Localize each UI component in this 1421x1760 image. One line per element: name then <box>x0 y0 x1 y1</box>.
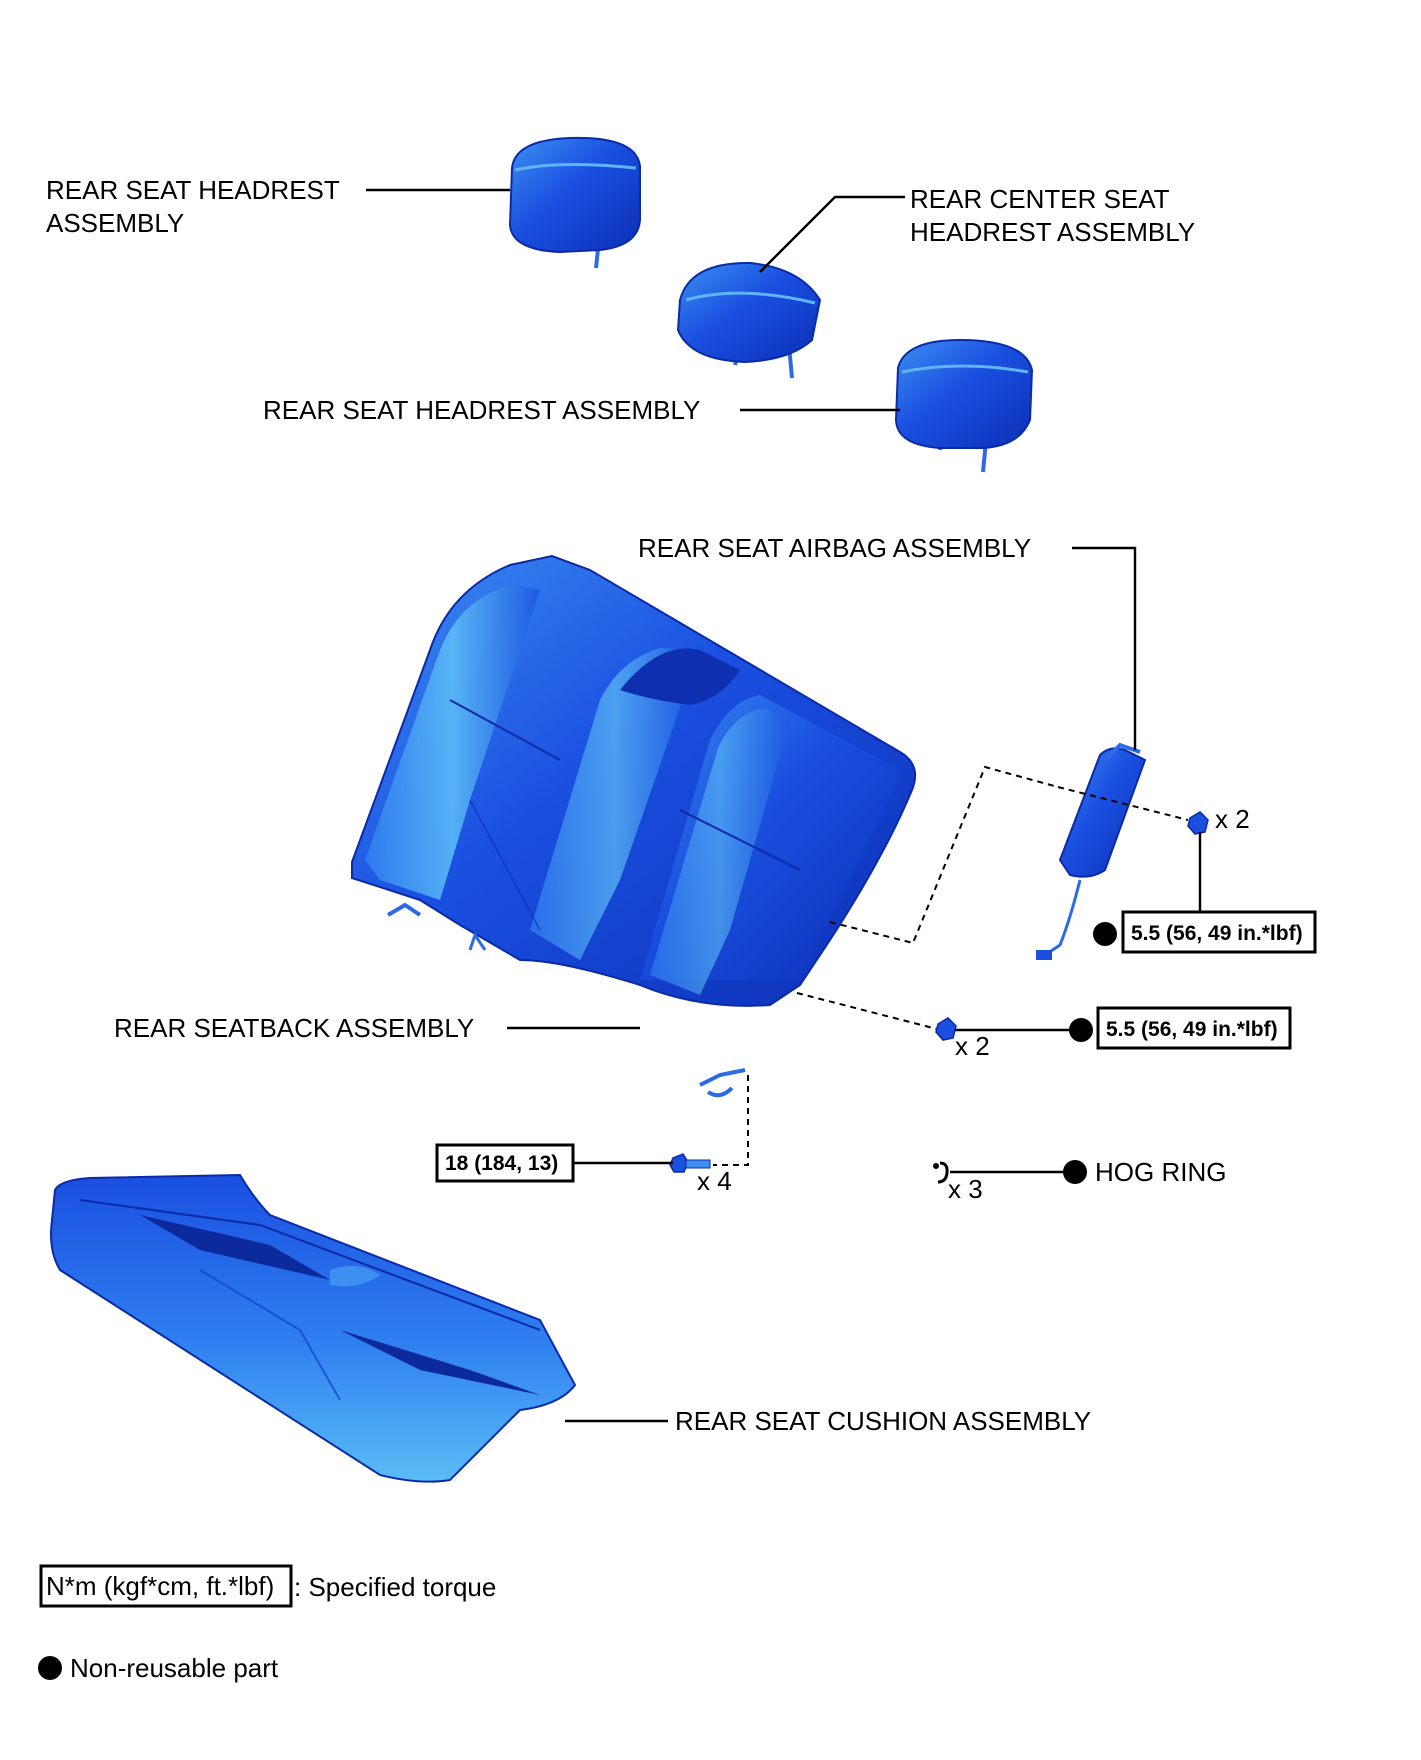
torque-box-bolt <box>435 1143 575 1183</box>
qty-seatback-bolt: x 4 <box>697 1166 732 1196</box>
non-reusable-icon <box>1069 1018 1093 1042</box>
torque-box-seatback-nut <box>1096 1006 1292 1050</box>
qty-hog-ring: x 3 <box>948 1174 983 1204</box>
dash-bolt <box>713 1075 749 1166</box>
leader-center-headrest <box>759 195 905 273</box>
label-seatback: REAR SEATBACK ASSEMBLY <box>114 1013 474 1043</box>
qty-seatback-nut: x 2 <box>955 1031 990 1061</box>
torque-seatback-nut: 5.5 (56, 49 in.*lbf) <box>1106 1018 1278 1041</box>
legend-non-reusable: Non-reusable part <box>70 1653 279 1683</box>
legend-torque-desc: : Specified torque <box>294 1572 496 1602</box>
non-reusable-icon <box>1093 922 1117 946</box>
hog-ring-icon <box>933 1161 949 1184</box>
non-reusable-icon <box>1063 1160 1087 1184</box>
legend-torque-box <box>39 1564 293 1608</box>
seatback-nut <box>935 1017 957 1041</box>
label-cushion: REAR SEAT CUSHION ASSEMBLY <box>675 1406 1091 1436</box>
headrest-center-part <box>676 261 822 379</box>
torque-airbag-nut: 5.5 (56, 49 in.*lbf) <box>1131 922 1303 945</box>
qty-airbag-nut: x 2 <box>1215 804 1250 834</box>
airbag-nut <box>1187 811 1209 835</box>
label-center-headrest-2: HEADREST ASSEMBLY <box>910 217 1195 247</box>
seatback-part <box>351 554 916 1098</box>
headrest-right-part <box>894 338 1034 473</box>
seatback-bolt <box>669 1153 711 1173</box>
dash-seatback-airbag <box>829 765 1059 945</box>
torque-seatback-bolt: 18 (184, 13) <box>445 1152 558 1175</box>
label-center-headrest: REAR CENTER SEAT <box>910 184 1170 214</box>
label-hog-ring: HOG RING <box>1095 1157 1226 1187</box>
leader-airbag <box>1072 546 1137 750</box>
legend-non-reusable-icon <box>38 1656 62 1680</box>
torque-box-airbag <box>1121 910 1317 954</box>
label-headrest-left: REAR SEAT HEADREST <box>46 175 340 205</box>
label-airbag: REAR SEAT AIRBAG ASSEMBLY <box>638 533 1031 563</box>
label-headrest-left-2: ASSEMBLY <box>46 208 184 238</box>
dash-airbag-nut <box>1057 786 1189 821</box>
headrest-left-part <box>508 136 641 269</box>
dash-seatback-nut <box>796 992 938 1030</box>
airbag-part <box>1036 742 1147 960</box>
cushion-part <box>50 1173 577 1483</box>
legend-torque-unit: N*m (kgf*cm, ft.*lbf) <box>46 1571 274 1601</box>
label-headrest-right: REAR SEAT HEADREST ASSEMBLY <box>263 395 700 425</box>
